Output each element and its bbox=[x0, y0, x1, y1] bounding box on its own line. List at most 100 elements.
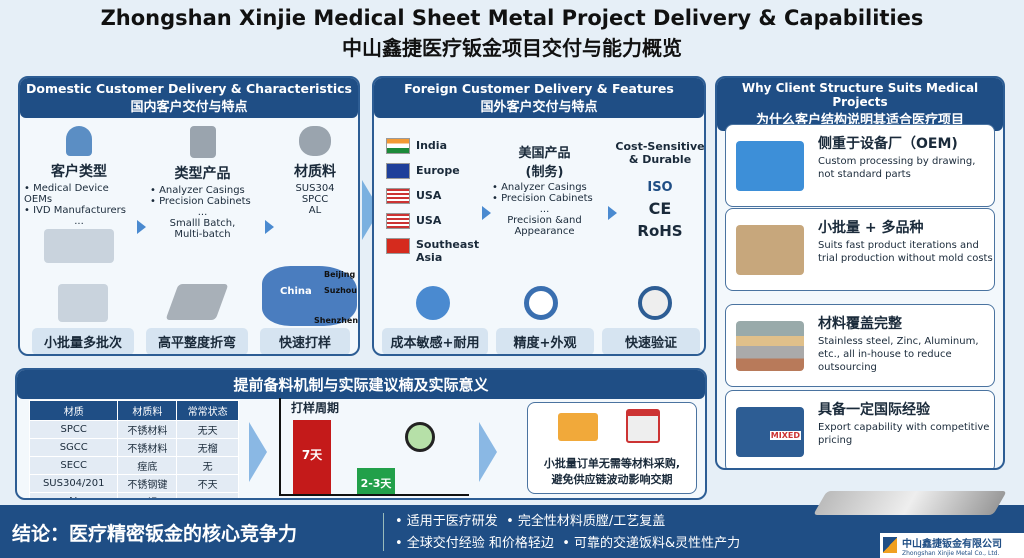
region-sea: Southeast Asia bbox=[386, 238, 486, 264]
list-item: • Analyzer Casings bbox=[150, 185, 245, 196]
arrow-icon bbox=[482, 206, 491, 220]
factory-blueprint-icon bbox=[736, 141, 804, 191]
feature-label: 快速打样 bbox=[260, 328, 350, 354]
india-flag-icon bbox=[386, 138, 410, 154]
table-cell: 不锈材料 bbox=[117, 420, 178, 439]
region-europe: Europe bbox=[386, 163, 486, 179]
truck-icon bbox=[558, 413, 598, 441]
header-zh: 国外客户交付与特点 bbox=[480, 100, 598, 115]
shipping-container-icon: MIXED bbox=[736, 407, 804, 457]
ellipsis: ... bbox=[197, 207, 208, 218]
material-column: 材质料 SUS304 SPCC AL bbox=[275, 126, 355, 216]
why-panel: Why Client Structure Suits Medical Proje… bbox=[715, 76, 1005, 470]
list-item: • Medical Device OEMs bbox=[24, 183, 109, 205]
vietnam-flag-icon bbox=[386, 238, 410, 254]
usa-flag-icon bbox=[386, 188, 410, 204]
benefit-text: 小批量订单无需等材料采购, bbox=[543, 457, 681, 470]
title-zh: 中山鑫捷医疗钣金项目交付与能力概览 bbox=[342, 36, 682, 60]
container-badge: MIXED bbox=[769, 431, 801, 440]
table-cell: 无榴 bbox=[176, 438, 239, 457]
list-item: • Analyzer Casings bbox=[492, 182, 587, 193]
card-desc: Stainless steel, Zinc, Aluminum, etc., a… bbox=[818, 336, 979, 373]
doctor-icon bbox=[66, 126, 92, 156]
point: • 适用于医疗研发 bbox=[395, 514, 498, 529]
table-cell: 不银 bbox=[117, 492, 178, 498]
table-cell: SECC bbox=[28, 456, 119, 475]
arrow-icon bbox=[137, 220, 146, 234]
bar-label: 2-3天 bbox=[360, 476, 392, 490]
point: • 完全性材料质膛/工艺复盖 bbox=[506, 514, 666, 529]
product-type-column: 类型产品 • Analyzer Casings• Precision Cabin… bbox=[150, 126, 255, 240]
material-layers-icon bbox=[736, 321, 804, 371]
column-subtitle: (制务) bbox=[525, 165, 564, 180]
footer-bar: 结论：医疗精密钣金的核心竞争力 • 适用于医疗研发 • 完全性材料质膛/工艺复盖… bbox=[0, 491, 1024, 558]
feature-label: 精度+外观 bbox=[496, 328, 594, 354]
bar-label: 7天 bbox=[301, 448, 323, 462]
ellipsis: ... bbox=[74, 216, 84, 227]
table-cell: AL bbox=[28, 492, 119, 498]
column-title: 客户类型 bbox=[51, 164, 107, 180]
region-name: USA bbox=[416, 189, 442, 202]
analyzer-icon bbox=[58, 284, 108, 322]
card-title: 侧重于设备厂（OEM) bbox=[818, 136, 958, 152]
header-zh: 国内客户交付与特点 bbox=[130, 100, 248, 115]
region-india: India bbox=[386, 138, 486, 154]
region-name: India bbox=[416, 139, 447, 152]
target-icon bbox=[524, 286, 558, 320]
flow-arrow-icon bbox=[249, 422, 267, 482]
bar-before: 7天 bbox=[293, 420, 331, 494]
benefit-text: 避免供应链波动影响交期 bbox=[551, 473, 673, 486]
company-logo: 中山鑫捷钣金有限公司 Zhongshan Xinjie Metal Co., L… bbox=[880, 533, 1024, 558]
foreign-product-column: 美国产品 (制务) • Analyzer Casings• Precision … bbox=[492, 140, 597, 237]
column-title: & Durable bbox=[628, 153, 692, 166]
title-en: Zhongshan Xinjie Medical Sheet Metal Pro… bbox=[100, 6, 924, 30]
column-title: 美国产品 bbox=[518, 146, 571, 161]
header-en: Why Client Structure Suits Medical Proje… bbox=[741, 81, 979, 109]
material-item: SPCC bbox=[301, 194, 329, 205]
bar-after: 2-3天 bbox=[357, 467, 395, 494]
region-list: India Europe USA USA Southeast Asia bbox=[386, 138, 486, 273]
globe-hand-icon bbox=[416, 286, 450, 320]
note: Precision &and bbox=[507, 215, 582, 226]
stopwatch-icon bbox=[638, 286, 672, 320]
card-desc: Suits fast product iterations and trial … bbox=[818, 240, 993, 264]
material-item: SUS304 bbox=[295, 183, 335, 194]
stopwatch-icon bbox=[405, 422, 435, 452]
feature-label: 成本敏感+耐用 bbox=[382, 328, 488, 354]
column-title: 材质料 bbox=[294, 164, 336, 180]
list-item: • Precision Cabinets bbox=[492, 193, 593, 204]
metal-parts-icon bbox=[813, 491, 1007, 515]
domestic-panel: Domestic Customer Delivery & Characteris… bbox=[18, 76, 360, 356]
list-item: • Precision Cabinets bbox=[150, 196, 251, 207]
point: • 可靠的交递饭料&灵性性产力 bbox=[562, 536, 741, 551]
why-card-oem: 侧重于设备厂（OEM)Custom processing by drawing,… bbox=[725, 124, 995, 207]
china-map: China Beijing Suzhou Shenzhen bbox=[262, 266, 358, 326]
column-title: Cost-Sensitive bbox=[615, 140, 705, 153]
map-city: Suzhou bbox=[324, 286, 357, 295]
chart-title: 打样周期 bbox=[291, 401, 340, 415]
logo-icon bbox=[883, 537, 897, 553]
arrow-icon bbox=[265, 220, 274, 234]
table-cell: 不锈材料 bbox=[117, 438, 178, 457]
ce-icon: CE bbox=[648, 199, 672, 218]
divider bbox=[383, 513, 384, 551]
column-title: 类型产品 bbox=[174, 166, 231, 182]
company-name-zh: 中山鑫捷钣金有限公司 bbox=[902, 539, 1002, 550]
company-name-en: Zhongshan Xinjie Metal Co., Ltd. bbox=[902, 550, 1000, 557]
table-cell: 不天 bbox=[176, 474, 239, 493]
ellipsis: ... bbox=[539, 204, 550, 215]
certification-column: Cost-Sensitive & Durable ISO CE RoHS bbox=[614, 140, 705, 240]
feature-label: 高平整度折弯 bbox=[146, 328, 248, 354]
bent-sheet-icon bbox=[165, 284, 229, 320]
table-cell: 不锈钢键 bbox=[117, 474, 178, 493]
